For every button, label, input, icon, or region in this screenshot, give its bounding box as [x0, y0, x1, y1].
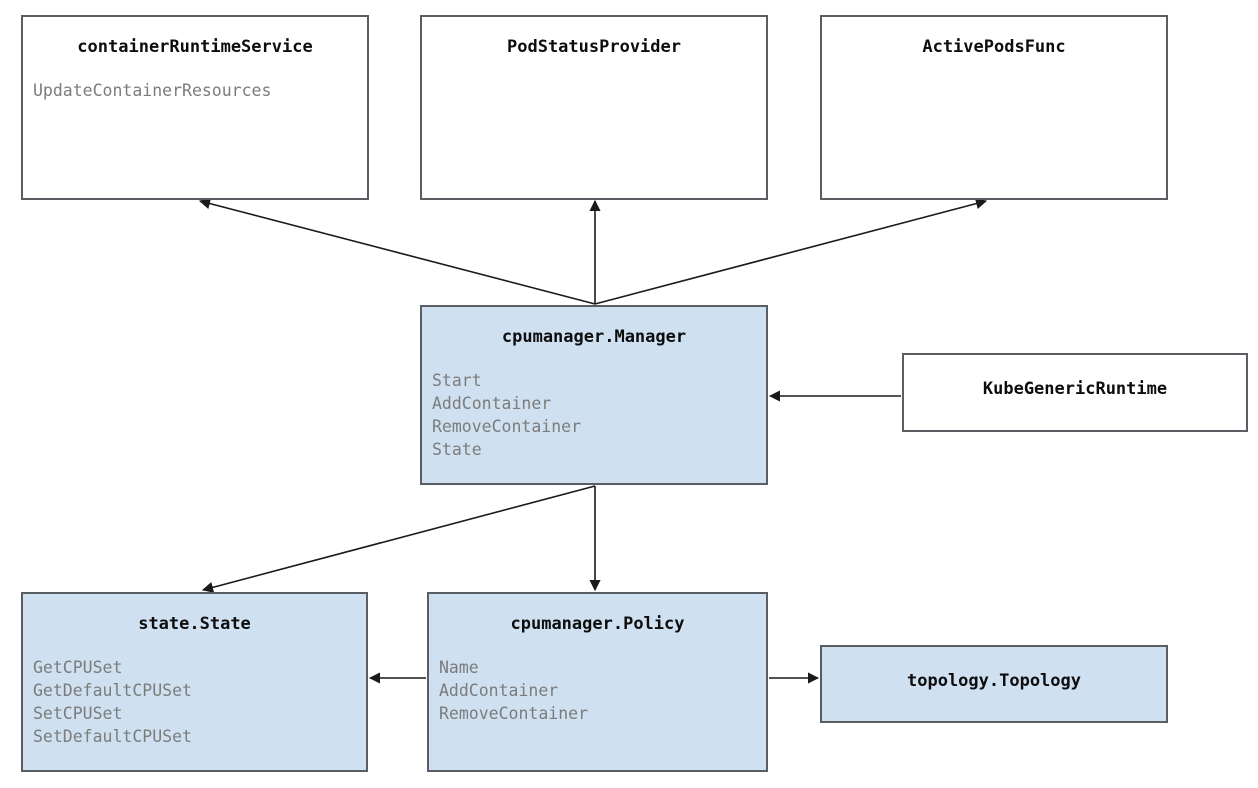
class-node-PodStatusProvider: PodStatusProvider: [420, 15, 768, 200]
class-node-member: AddContainer: [439, 681, 559, 700]
edge-manager-to-activePodsFunc: [594, 198, 988, 305]
class-node-title: topology.Topology: [907, 671, 1081, 691]
class-node-title: PodStatusProvider: [507, 37, 681, 57]
class-node-KubeGenericRuntime: KubeGenericRuntime: [902, 353, 1248, 432]
edge-manager-to-stateState: [201, 485, 596, 593]
class-node-title: containerRuntimeService: [77, 37, 313, 57]
class-node-member: State: [432, 440, 482, 459]
class-node-member: Start: [432, 371, 482, 390]
class-node-member: SetDefaultCPUSet: [33, 727, 192, 746]
class-node-member: UpdateContainerResources: [33, 81, 272, 100]
class-node-member: AddContainer: [432, 394, 552, 413]
class-node-ActivePodsFunc: ActivePodsFunc: [820, 15, 1168, 200]
class-node-member: GetDefaultCPUSet: [33, 681, 192, 700]
class-node-title: KubeGenericRuntime: [982, 379, 1168, 399]
class-node-topologyTopology: topology.Topology: [820, 645, 1168, 723]
class-node-member-list: UpdateContainerResources: [33, 79, 367, 102]
class-node-member: Name: [439, 658, 479, 677]
class-node-member: GetCPUSet: [33, 658, 123, 677]
class-node-title: state.State: [138, 614, 251, 634]
class-node-member: RemoveContainer: [439, 704, 589, 723]
class-node-title: cpumanager.Manager: [501, 327, 687, 347]
edge-manager-to-containerRuntimeService: [198, 198, 596, 305]
class-node-title: ActivePodsFunc: [922, 37, 1066, 57]
class-node-member: SetCPUSet: [33, 704, 123, 723]
class-node-member: RemoveContainer: [432, 417, 582, 436]
class-node-title: cpumanager.Policy: [510, 614, 685, 634]
